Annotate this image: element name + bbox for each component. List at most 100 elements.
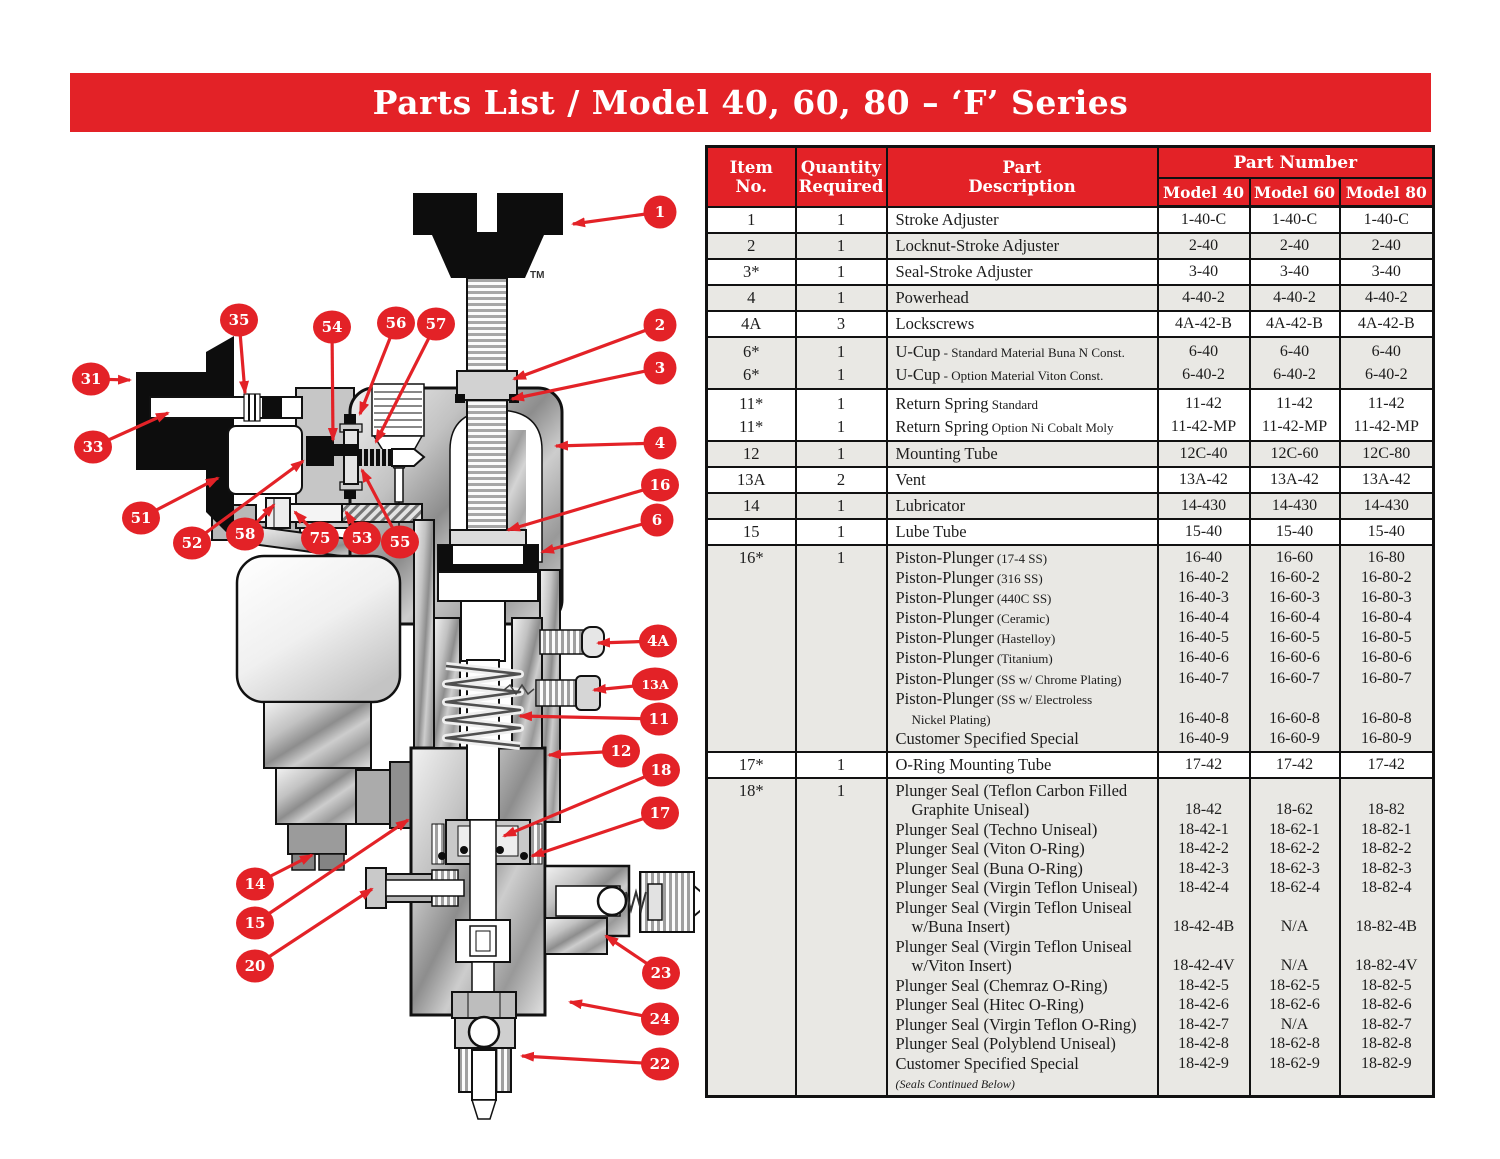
cell-part-60: 13A-42	[1248, 466, 1341, 494]
cell-part-60: 2-40	[1248, 232, 1341, 260]
cell-part-80: 1-40-C	[1338, 205, 1435, 234]
cell-item-no: 2	[705, 232, 797, 260]
callout-badge-24	[641, 1002, 679, 1036]
cell-part-60: 12C-60	[1248, 440, 1341, 468]
callout-label-4A: 4A	[647, 632, 669, 650]
cell-part-80: 12C-80	[1338, 440, 1435, 468]
cell-quantity: 1	[794, 492, 888, 520]
header-part-number: Part Number	[1156, 145, 1435, 179]
callout-arrow-57	[374, 323, 438, 444]
cell-part-40: 12C-40	[1156, 440, 1251, 468]
callout-label-52: 52	[182, 534, 203, 552]
cell-quantity: 1	[794, 518, 888, 546]
lockscrew-plug-4a	[539, 626, 605, 658]
cell-quantity: 1	[794, 205, 888, 234]
cell-description: Powerhead	[885, 284, 1159, 312]
cell-part-40: 4A-42-B	[1156, 310, 1251, 338]
cell-part-80: 15-40	[1338, 518, 1435, 546]
check-valve	[543, 864, 700, 955]
callout-label-24: 24	[650, 1010, 671, 1028]
callout-label-11: 11	[649, 710, 670, 728]
callout-label-17: 17	[650, 804, 671, 822]
callout-label-35: 35	[229, 311, 250, 329]
cell-quantity: 1	[794, 232, 888, 260]
callout-label-16: 16	[650, 476, 671, 494]
return-spring	[442, 662, 524, 750]
valve-ball	[596, 885, 628, 917]
callout-label-57: 57	[426, 315, 447, 333]
cell-part-60: 4A-42-B	[1248, 310, 1341, 338]
callout-badge-56	[377, 306, 415, 340]
cell-item-no: 12	[705, 440, 797, 468]
header-quantity-required: Quantity Required	[794, 145, 888, 208]
callout-badge-58	[226, 517, 264, 551]
callout-badge-2	[643, 308, 677, 342]
parts-table: Item No. Quantity Required Part Descript…	[705, 145, 1436, 1098]
callout-badge-1	[643, 195, 677, 229]
callout-badge-31	[72, 362, 110, 396]
inlet-fitting	[365, 867, 465, 909]
page-title: Parts List / Model 40, 60, 80 – ‘F’ Seri…	[372, 83, 1129, 122]
callout-label-58: 58	[235, 525, 256, 543]
callout-badge-14	[236, 867, 274, 901]
callout-badge-17	[641, 796, 679, 830]
callout-label-14: 14	[245, 875, 266, 893]
callout-badge-23	[642, 956, 680, 990]
callout-badge-22	[641, 1047, 679, 1081]
cell-quantity: 1	[794, 544, 888, 753]
cell-part-80: 13A-42	[1338, 466, 1435, 494]
callout-label-2: 2	[655, 316, 665, 334]
callout-label-75: 75	[310, 529, 331, 547]
cell-part-40: 14-430	[1156, 492, 1251, 520]
callout-badge-52	[173, 526, 211, 560]
callout-badge-12	[602, 734, 640, 768]
cell-item-no: 15	[705, 518, 797, 546]
callout-badge-13A	[632, 667, 678, 701]
cell-part-80: 3-40	[1338, 258, 1435, 286]
cell-item-no: 3*	[705, 258, 797, 286]
callout-label-31: 31	[81, 370, 102, 388]
callout-label-53: 53	[352, 529, 373, 547]
diaphragm-housing	[235, 554, 402, 704]
cell-description: O-Ring Mounting Tube	[885, 750, 1159, 779]
cell-quantity: 1	[794, 776, 888, 1098]
callout-arrow-22	[520, 1051, 661, 1066]
callout-arrow-52	[191, 459, 305, 545]
cell-part-40: 15-40	[1156, 518, 1251, 546]
callout-arrow-6	[540, 518, 658, 554]
cell-part-60: 4-40-2	[1248, 284, 1341, 312]
stroke-adjuster-handle: TM	[413, 193, 563, 281]
cell-part-60: 15-40	[1248, 518, 1341, 546]
parts-table-wrap: Item No. Quantity Required Part Descript…	[705, 145, 1436, 1098]
callout-badge-54	[313, 310, 351, 344]
callout-badge-33	[74, 430, 112, 464]
cell-item-no: 16*	[705, 544, 797, 753]
cell-quantity: 1	[794, 284, 888, 312]
callout-badge-15	[236, 906, 274, 940]
cell-item-no: 4	[705, 284, 797, 312]
cell-part-80: 4A-42-B	[1338, 310, 1435, 338]
callout-badge-6	[640, 503, 674, 537]
cell-part-60: 3-40	[1248, 258, 1341, 286]
callout-badge-55	[381, 525, 419, 559]
cell-description: U-Cup - Standard Material Buna N Const.U…	[885, 336, 1159, 390]
header-model-40: Model 40	[1156, 177, 1251, 208]
